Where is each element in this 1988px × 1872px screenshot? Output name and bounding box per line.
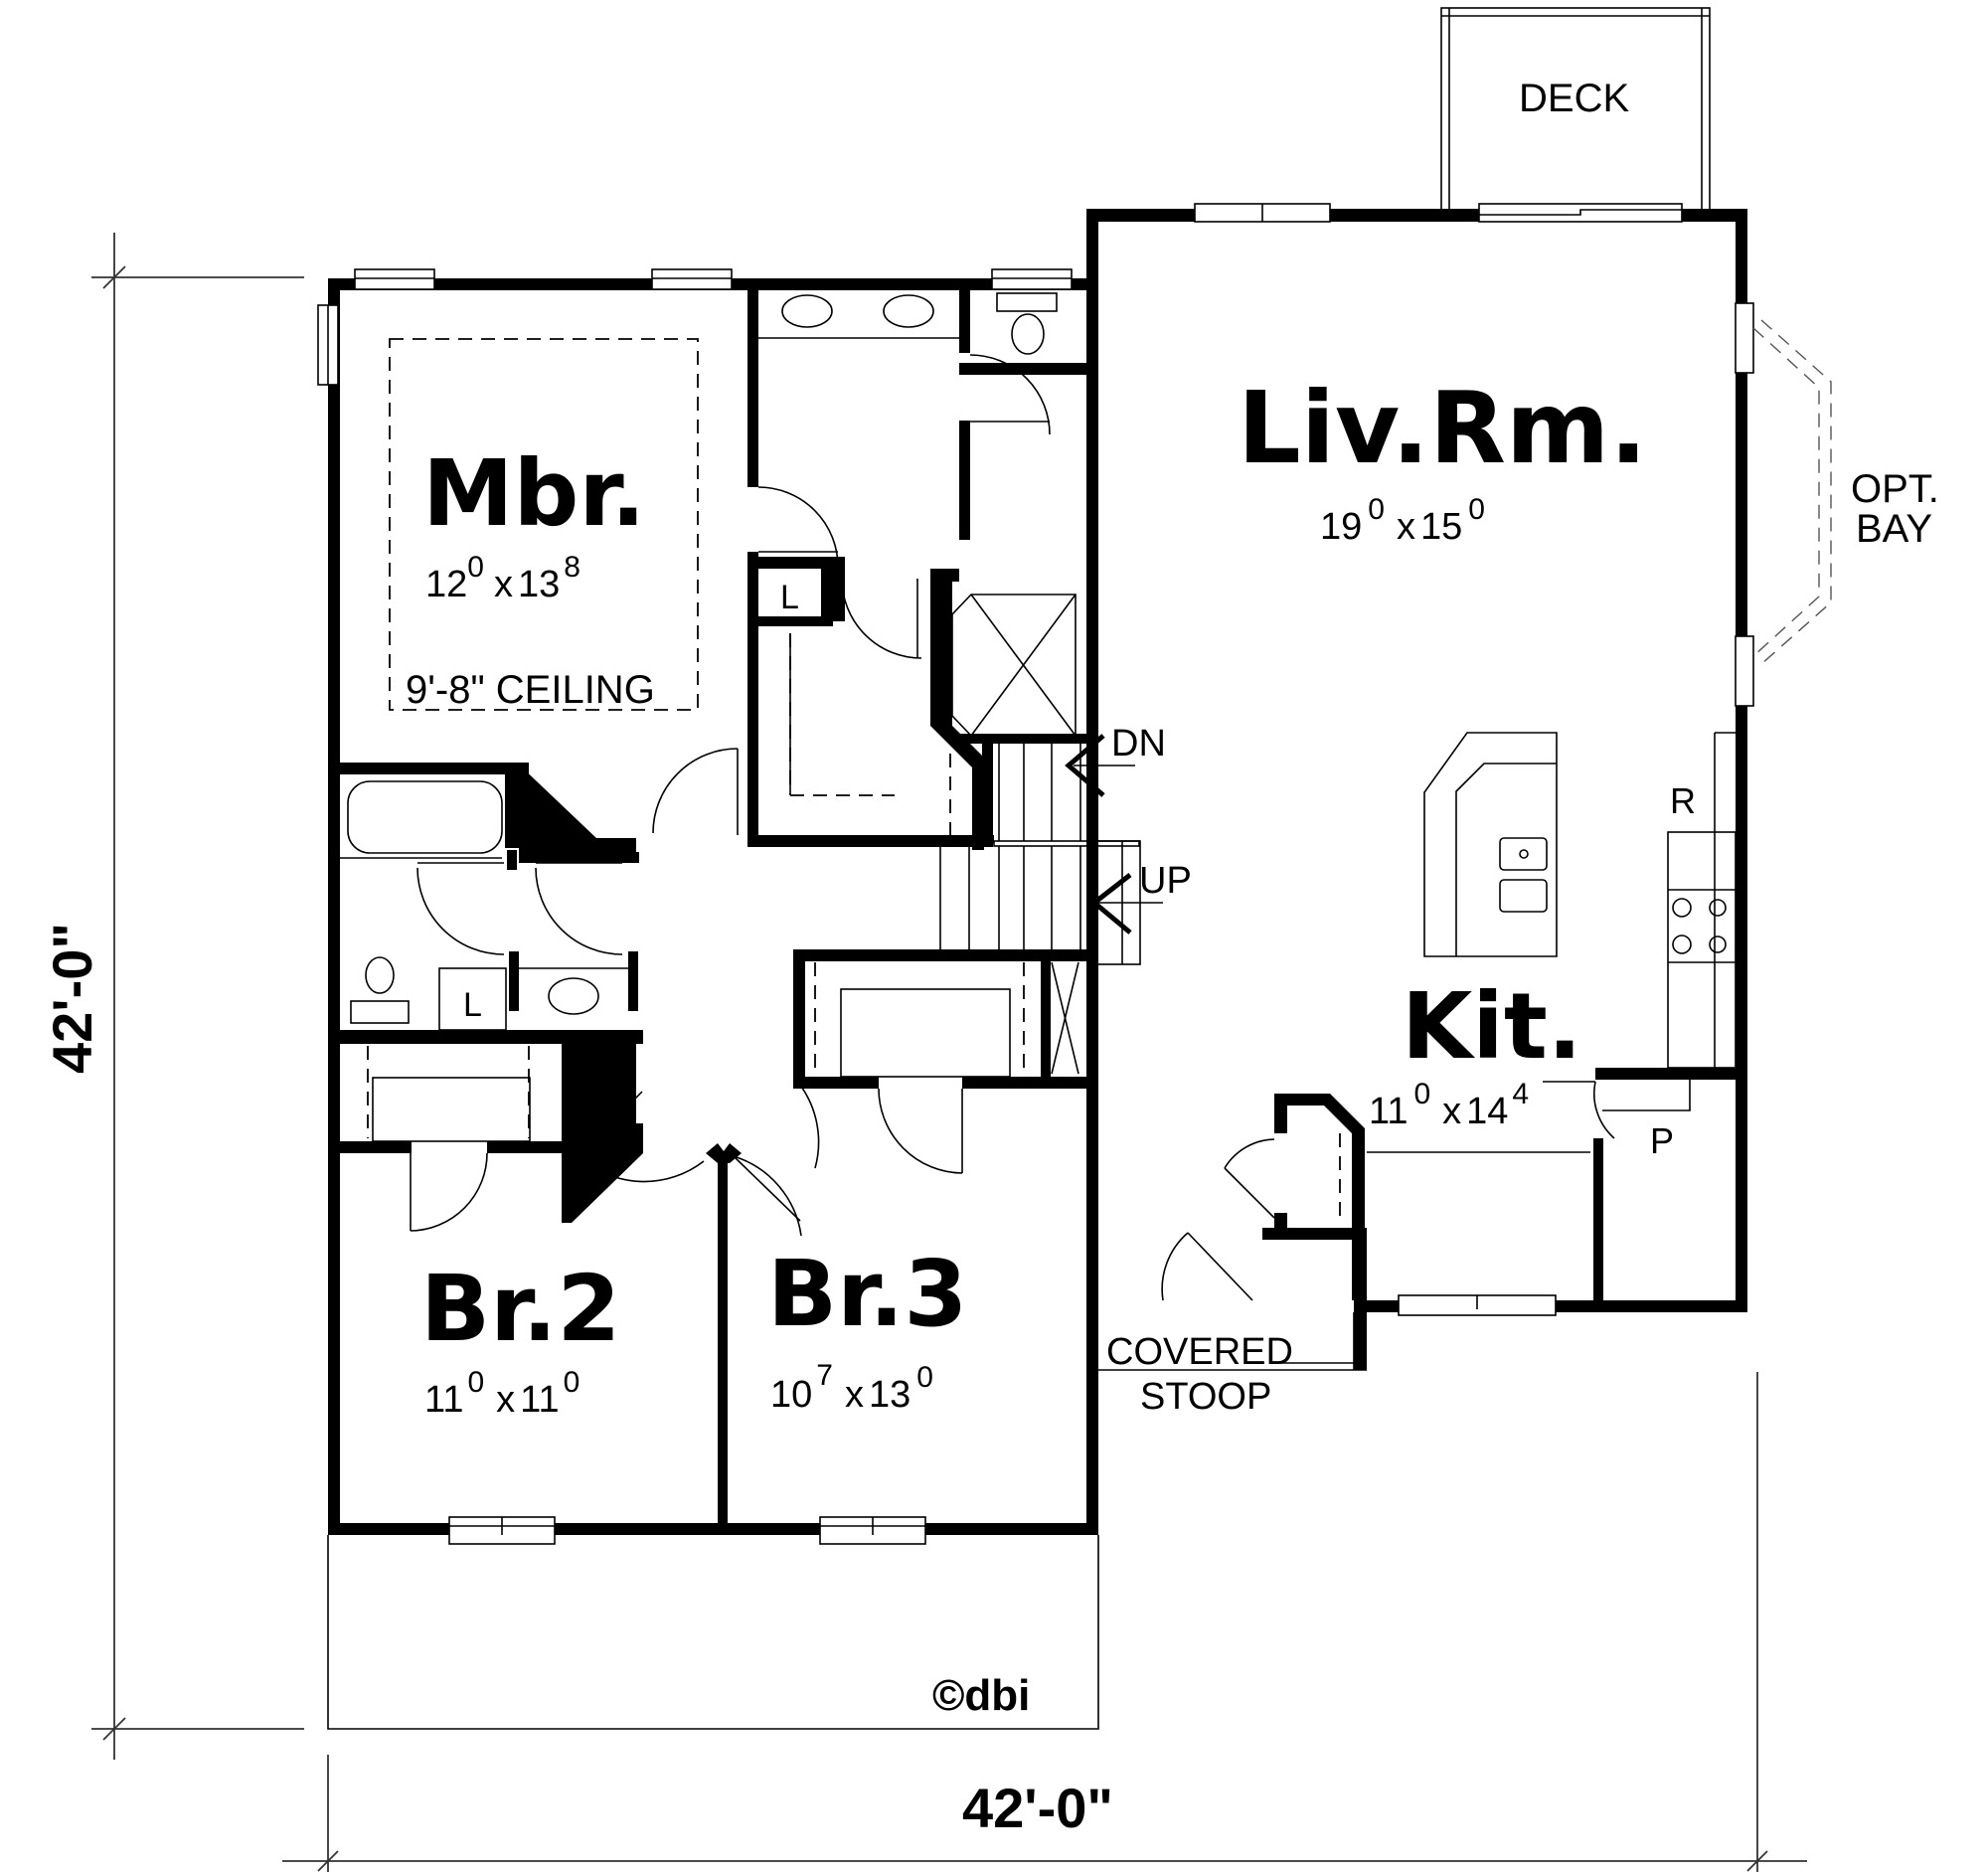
door-swings — [410, 354, 1615, 1301]
optional-bay — [1752, 319, 1832, 665]
stairs — [939, 734, 1163, 965]
pantry-label: P — [1650, 1120, 1674, 1161]
room-name-br3: Br.3 — [767, 1241, 967, 1347]
windows — [317, 203, 1754, 1545]
copyright-label: ©dbi — [932, 1671, 1030, 1720]
front-porch — [327, 1535, 1099, 1730]
linen-hall-label: L — [463, 986, 482, 1024]
stairs-down-label: DN — [1111, 723, 1166, 765]
opt-bay-label-2: BAY — [1856, 507, 1932, 551]
room-name-br2: Br.2 — [420, 1256, 620, 1362]
stairs-up-label: UP — [1139, 860, 1192, 902]
room-name-kitchen: Kit. — [1402, 973, 1582, 1080]
refrigerator-label: R — [1670, 780, 1696, 821]
overall-width-label: 42'-0" — [962, 1777, 1113, 1839]
room-name-living: Liv.Rm. — [1238, 370, 1647, 486]
covered-stoop-label: COVERED — [1106, 1331, 1293, 1373]
interior-walls — [340, 278, 1747, 1535]
linen-master-label: L — [780, 579, 799, 616]
opt-bay-label: OPT. — [1851, 467, 1939, 511]
fixtures — [340, 292, 1737, 1371]
overall-depth-label: 42'-0" — [41, 923, 103, 1074]
room-name-mbr: Mbr. — [422, 440, 646, 547]
dimension-lines — [91, 233, 1807, 1872]
misc-labels: DECK OPT. BAY COVERED STOOP DN UP L L R … — [463, 77, 1939, 1720]
covered-stoop-label-2: STOOP — [1140, 1376, 1271, 1418]
deck-label: DECK — [1519, 77, 1629, 120]
ceiling-outline — [389, 338, 699, 711]
ceiling-note: 9'-8" CEILING — [406, 668, 655, 712]
dimension-text: 42'-0" 42'-0" — [41, 923, 1113, 1839]
